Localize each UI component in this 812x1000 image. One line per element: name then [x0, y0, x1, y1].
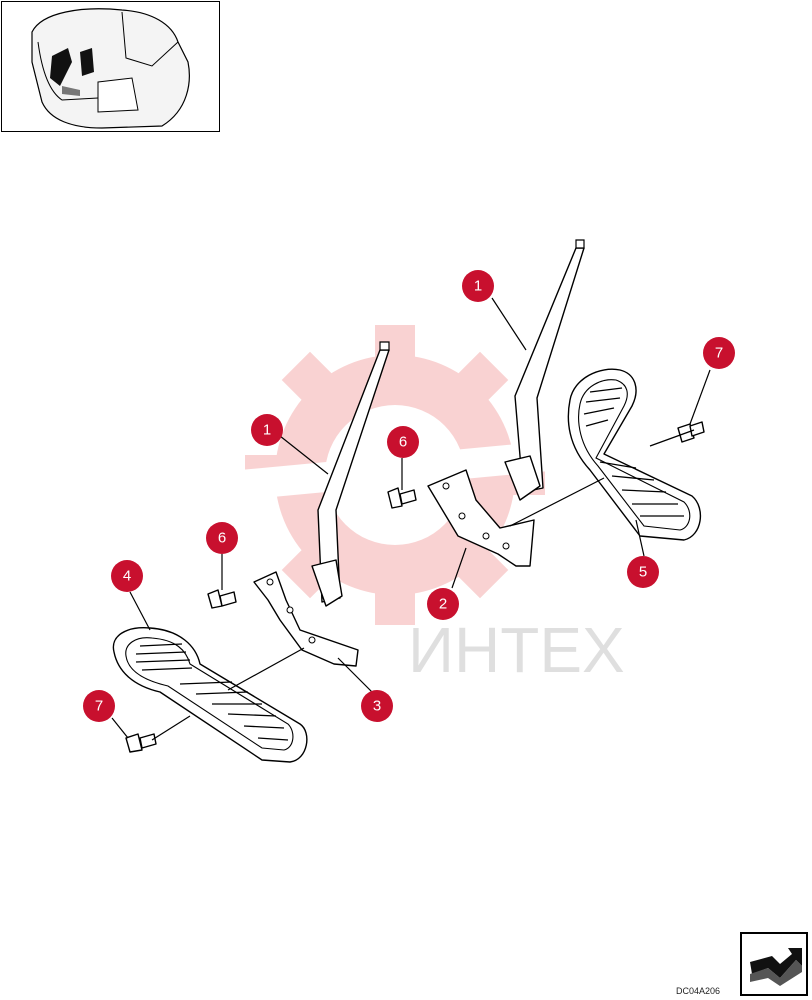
callout-bolt-left: 7 [83, 690, 115, 722]
callout-label: 3 [373, 698, 381, 715]
callout-label: 5 [639, 564, 647, 581]
callout-rod-lower: 1 [251, 414, 283, 446]
callout-pedal-right: 5 [627, 556, 659, 588]
callout-badge [627, 556, 659, 588]
bracket-right [427, 469, 535, 567]
bolt-lower [207, 589, 237, 609]
bolt-left [125, 733, 157, 753]
callout-badge [83, 690, 115, 722]
callout-badge [427, 588, 459, 620]
callout-label: 1 [474, 278, 482, 295]
pedal-left [112, 627, 308, 763]
callout-bolt-lower: 6 [206, 522, 238, 554]
callout-label: 7 [95, 698, 103, 715]
callout-badge [361, 690, 393, 722]
pedal-left-tread [135, 643, 289, 741]
callout-badge [251, 414, 283, 446]
callout-label: 2 [439, 596, 447, 613]
rod-lower [311, 341, 390, 607]
callout-badge [387, 426, 419, 458]
callout-label: 6 [399, 434, 407, 451]
callout-label: 7 [715, 345, 723, 362]
callout-badge [703, 337, 735, 369]
callout-rod-upper: 1 [462, 270, 494, 302]
callout-label: 1 [263, 422, 271, 439]
watermark-text: ИНТЕХ [408, 614, 625, 686]
callout-badge [206, 522, 238, 554]
callout-bracket-left: 3 [361, 690, 393, 722]
location-thumbnail [1, 1, 220, 132]
drawing-code: DC04A206 [676, 986, 721, 996]
bolt-right [677, 421, 705, 443]
callout-bolt-upper: 6 [387, 426, 419, 458]
pedal-right-tread [583, 387, 684, 517]
rod-upper [504, 239, 585, 501]
callout-pedal-left: 4 [111, 560, 143, 592]
cab-location-thumbnail-icon [31, 8, 190, 129]
pedal-right [567, 368, 702, 541]
callout-bracket-right: 2 [427, 588, 459, 620]
callout-label: 4 [123, 568, 131, 585]
bolt-upper [387, 487, 417, 509]
bracket-left [253, 571, 359, 667]
callout-badge [111, 560, 143, 592]
callout-badge [462, 270, 494, 302]
callout-label: 6 [218, 530, 226, 547]
next-page-button[interactable] [740, 932, 808, 996]
next-page-arrow-icon [750, 948, 802, 986]
callout-bolt-right: 7 [703, 337, 735, 369]
leader-lines [111, 297, 711, 741]
